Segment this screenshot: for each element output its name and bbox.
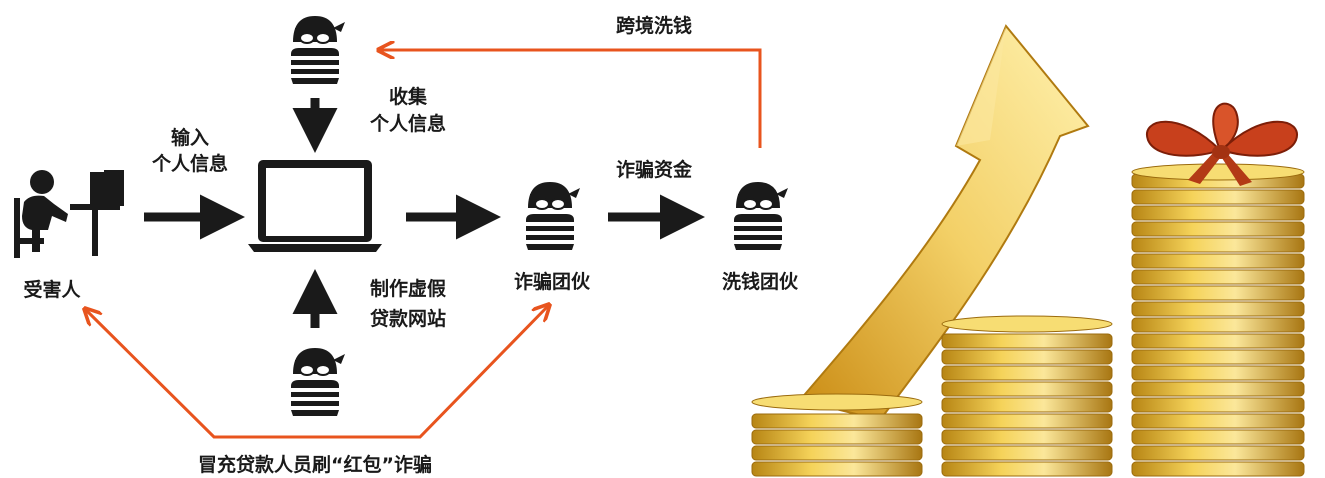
laptop-icon [248, 160, 382, 252]
fraud-funds-label: 诈骗资金 [616, 158, 693, 181]
victim-at-computer-icon [14, 170, 124, 258]
coin-stack-icon-left [751, 393, 923, 477]
collect-info-label-line2: 个人信息 [369, 112, 446, 135]
coin-stack-icon-right [1131, 163, 1305, 477]
hacker-icon-top [290, 15, 346, 85]
victim-label: 受害人 [23, 278, 81, 301]
cross-border-label: 跨境洗钱 [616, 14, 692, 37]
fake-site-label-line2: 贷款网站 [370, 307, 446, 330]
collect-info-label-line1: 收集 [389, 85, 428, 108]
impersonation-arrow-to-fraud-gang [310, 306, 548, 439]
impersonation-arrow-to-victim [86, 310, 310, 439]
fake-site-label-line1: 制作虚假 [370, 277, 446, 300]
hacker-icon-laundering-gang [733, 181, 789, 251]
hacker-icon-bottom [290, 347, 346, 417]
gift-bow-icon [1145, 102, 1298, 186]
laundering-gang-label: 洗钱团伙 [722, 270, 799, 293]
cross-border-arrow [380, 50, 762, 148]
input-info-label-line2: 个人信息 [151, 152, 228, 175]
fraud-gang-label: 诈骗团伙 [514, 270, 591, 293]
impersonation-label: 冒充贷款人员刷“红包”诈骗 [198, 453, 432, 476]
hacker-icon-fraud-gang [525, 181, 581, 251]
coin-stack-icon-middle [941, 315, 1113, 477]
input-info-label-line1: 输入 [171, 126, 209, 149]
rising-arrow-icon [798, 24, 1090, 422]
